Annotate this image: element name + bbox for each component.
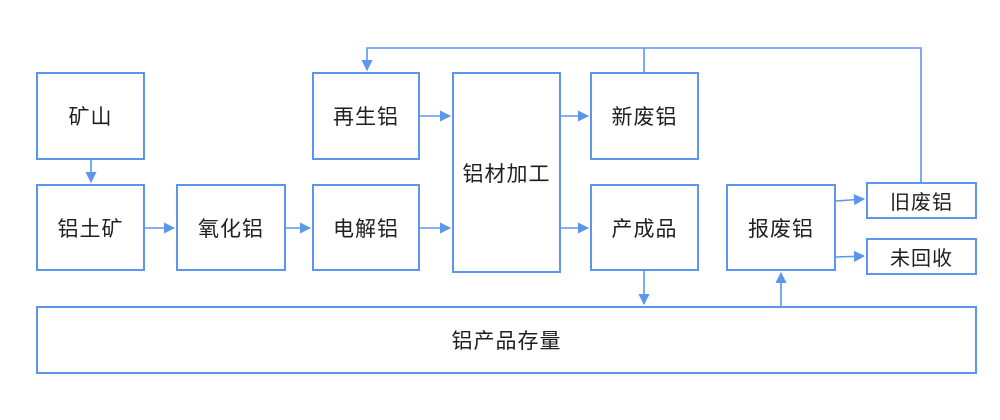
node-new-scrap: 新废铝 bbox=[590, 72, 699, 160]
node-label: 铝材加工 bbox=[462, 161, 551, 186]
node-label: 未回收 bbox=[890, 246, 953, 270]
edge-endscrap-uncollected bbox=[835, 250, 866, 262]
node-label: 再生铝 bbox=[333, 105, 399, 129]
node-electrolytic-aluminum: 电解铝 bbox=[312, 184, 420, 271]
node-label: 新废铝 bbox=[611, 105, 678, 129]
node-recycled-aluminum: 再生铝 bbox=[312, 72, 420, 160]
node-label: 矿山 bbox=[68, 105, 113, 129]
node-label: 旧废铝 bbox=[890, 190, 953, 214]
node-uncollected: 未回收 bbox=[866, 238, 977, 275]
node-label: 报废铝 bbox=[748, 216, 814, 241]
edge-endscrap-oldscrap bbox=[835, 194, 866, 206]
node-label: 铝土矿 bbox=[57, 216, 124, 241]
node-label: 电解铝 bbox=[333, 216, 399, 241]
node-products: 产成品 bbox=[590, 184, 699, 271]
node-mine: 矿山 bbox=[36, 72, 145, 160]
node-aluminum-processing: 铝材加工 bbox=[452, 72, 561, 273]
node-old-scrap: 旧废铝 bbox=[866, 182, 977, 219]
node-label: 产成品 bbox=[611, 216, 678, 241]
node-end-of-life-scrap: 报废铝 bbox=[726, 184, 836, 271]
node-bauxite: 铝土矿 bbox=[36, 184, 145, 271]
node-label: 铝产品存量 bbox=[451, 329, 562, 353]
node-product-stock: 铝产品存量 bbox=[36, 306, 977, 374]
node-label: 氧化铝 bbox=[198, 216, 264, 241]
node-alumina: 氧化铝 bbox=[176, 184, 286, 271]
